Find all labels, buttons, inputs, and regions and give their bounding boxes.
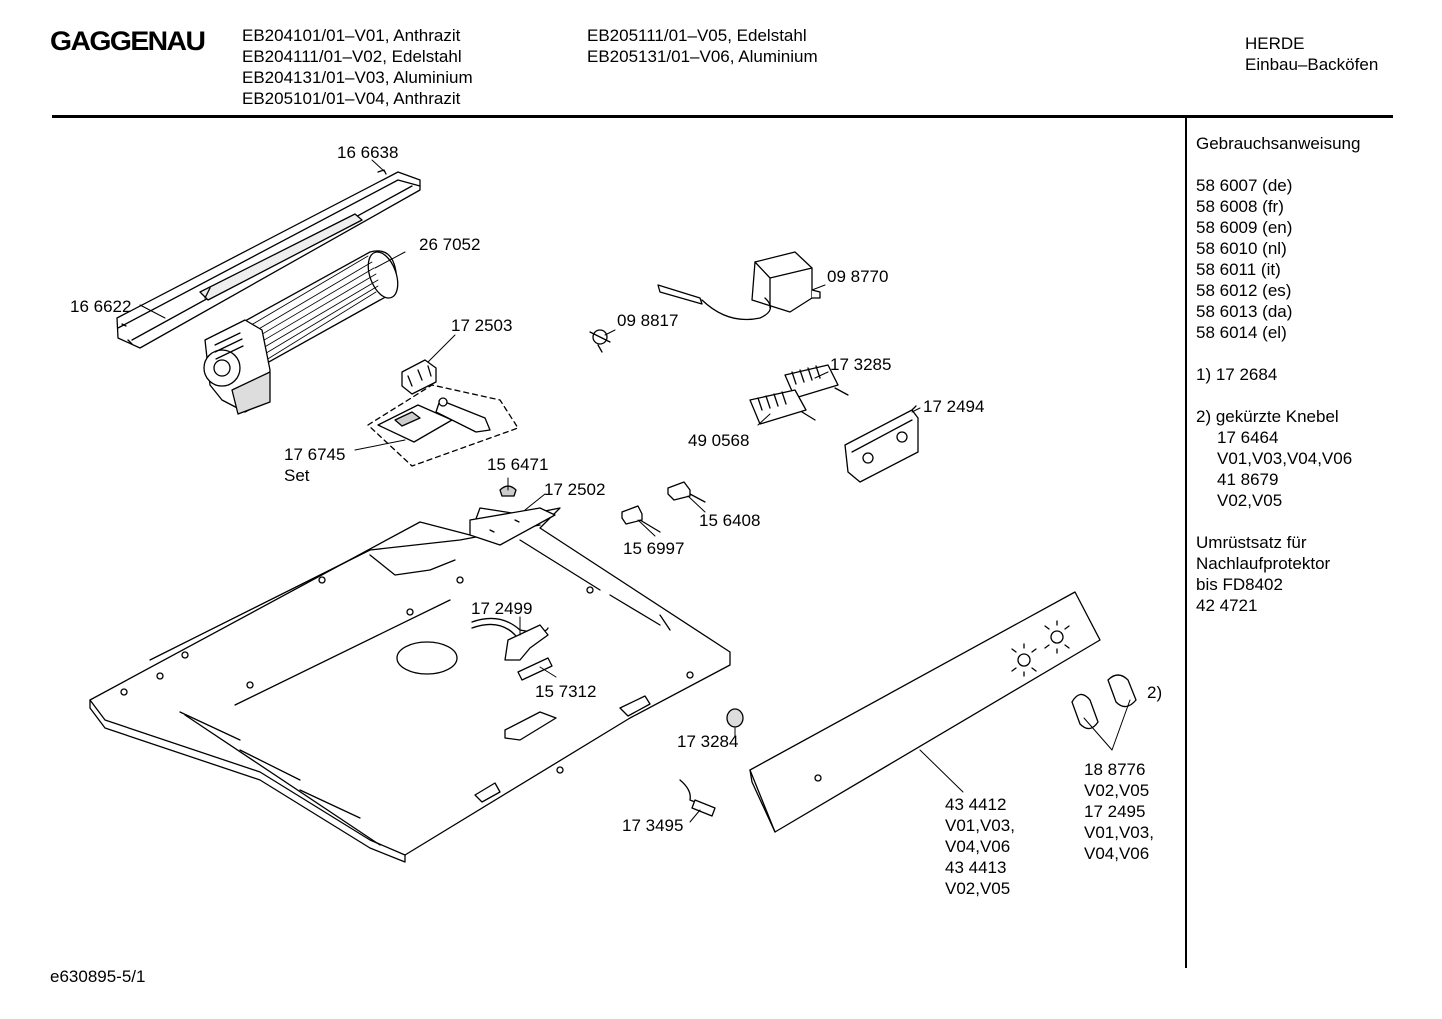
part-label: 43 4413 — [945, 858, 1007, 877]
part-label: V02,V05 — [945, 879, 1011, 898]
part-label: Set — [284, 466, 310, 485]
switch-part-156997 — [621, 505, 661, 533]
part-label: 17 2494 — [923, 397, 985, 416]
clip-part-098817 — [589, 329, 611, 353]
part-label: 17 2503 — [451, 316, 513, 335]
knob-part-labels: 18 8776 V02,V05 17 2495 V01,V03, V04,V06 — [1084, 759, 1154, 864]
model-line: EB205131/01–V06, Aluminium — [587, 47, 818, 66]
part-label: 18 8776 — [1084, 760, 1146, 779]
part-label: 26 7052 — [419, 235, 481, 254]
category-sub: Einbau–Backöfen — [1245, 55, 1379, 74]
part-label: 17 2495 — [1084, 802, 1146, 821]
note-2-line: V02,V05 — [1217, 491, 1283, 510]
part-label: 17 6745 — [284, 445, 346, 464]
part-label: 17 3284 — [677, 732, 739, 751]
base-plate — [89, 507, 731, 863]
note-2-title: 2) gekürzte Knebel — [1196, 407, 1339, 426]
kit-line: Nachlaufprotektor — [1196, 554, 1331, 573]
switch-part-156408 — [667, 481, 706, 503]
part-label: 17 2499 — [471, 599, 533, 618]
model-line: EB205111/01–V05, Edelstahl — [587, 26, 807, 45]
manual-item: 58 6007 (de) — [1196, 176, 1293, 195]
manual-item: 58 6011 (it) — [1196, 260, 1281, 279]
panel-part-labels: 43 4412 V01,V03, V04,V06 43 4413 V02,V05 — [945, 794, 1015, 899]
knob-part-173284 — [726, 708, 744, 728]
brand-logo: GAGGENAU — [50, 26, 206, 56]
part-label: 49 0568 — [688, 431, 750, 450]
part-label: 17 2502 — [544, 480, 606, 499]
model-line: EB204101/01–V01, Anthrazit — [242, 26, 461, 45]
bracket-part-172494 — [844, 405, 919, 483]
knob-marker: 2) — [1147, 683, 1163, 702]
sensor-part-173495 — [679, 779, 716, 817]
manual-item: 58 6009 (en) — [1196, 218, 1293, 237]
model-list-2: EB205111/01–V05, Edelstahl EB205131/01–V… — [587, 25, 818, 67]
manual-item: 58 6008 (fr) — [1196, 197, 1284, 216]
model-list-1: EB204101/01–V01, Anthrazit EB204111/01–V… — [242, 25, 473, 109]
pin-part-157312 — [517, 657, 553, 681]
manual-item: 58 6014 (el) — [1196, 323, 1287, 342]
manual-title: Gebrauchsanweisung — [1196, 134, 1361, 153]
kit-line: Umrüstsatz für — [1196, 533, 1307, 552]
model-line: EB204131/01–V03, Aluminium — [242, 68, 473, 87]
part-label: V01,V03, — [1084, 823, 1154, 842]
control-panel-434412 — [749, 591, 1101, 833]
part-label: 09 8817 — [617, 311, 679, 330]
part-label: 09 8770 — [827, 267, 889, 286]
note-2-line: 17 6464 — [1217, 428, 1279, 447]
part-label: 15 6408 — [699, 511, 761, 530]
model-line: EB205101/01–V04, Anthrazit — [242, 89, 461, 108]
set-part-176745 — [367, 384, 519, 467]
switch-part-172503 — [401, 359, 437, 395]
note-2-line: V01,V03,V04,V06 — [1217, 449, 1353, 468]
rail-part — [116, 169, 421, 349]
part-label: 16 6622 — [70, 297, 132, 316]
sidebar-divider — [1185, 118, 1187, 968]
document-id: e630895-5/1 — [50, 967, 146, 986]
note-2-line: 41 8679 — [1217, 470, 1279, 489]
part-label: 15 6997 — [623, 539, 685, 558]
selector-switch-490568 — [749, 389, 816, 425]
category-main: HERDE — [1245, 34, 1305, 53]
part-label: 15 7312 — [535, 682, 597, 701]
model-line: EB204111/01–V02, Edelstahl — [242, 47, 462, 66]
part-label: V04,V06 — [1084, 844, 1150, 863]
part-label: 16 6638 — [337, 143, 399, 162]
part-label: 43 4412 — [945, 795, 1007, 814]
kit-line: 42 4721 — [1196, 596, 1258, 615]
knob-pair-188776 — [1071, 674, 1137, 730]
part-label: V04,V06 — [945, 837, 1011, 856]
lamp-socket-156471 — [499, 485, 517, 497]
fan-part — [203, 250, 399, 415]
note-1: 1) 17 2684 — [1196, 365, 1278, 384]
kit-line: bis FD8402 — [1196, 575, 1283, 594]
leader-lines — [139, 159, 1131, 823]
manual-item: 58 6012 (es) — [1196, 281, 1292, 300]
manual-item: 58 6013 (da) — [1196, 302, 1293, 321]
part-label: 17 3495 — [622, 816, 684, 835]
part-label: V01,V03, — [945, 816, 1015, 835]
category-label: HERDE Einbau–Backöfen — [1245, 33, 1378, 75]
sidebar-notes: Gebrauchsanweisung 58 6007 (de) 58 6008 … — [1196, 133, 1360, 616]
part-label: V02,V05 — [1084, 781, 1150, 800]
thermostat-part-098770 — [657, 251, 821, 321]
part-label: 15 6471 — [487, 455, 549, 474]
header-rule — [52, 115, 1393, 118]
manual-item: 58 6010 (nl) — [1196, 239, 1287, 258]
part-label: 17 3285 — [830, 355, 892, 374]
